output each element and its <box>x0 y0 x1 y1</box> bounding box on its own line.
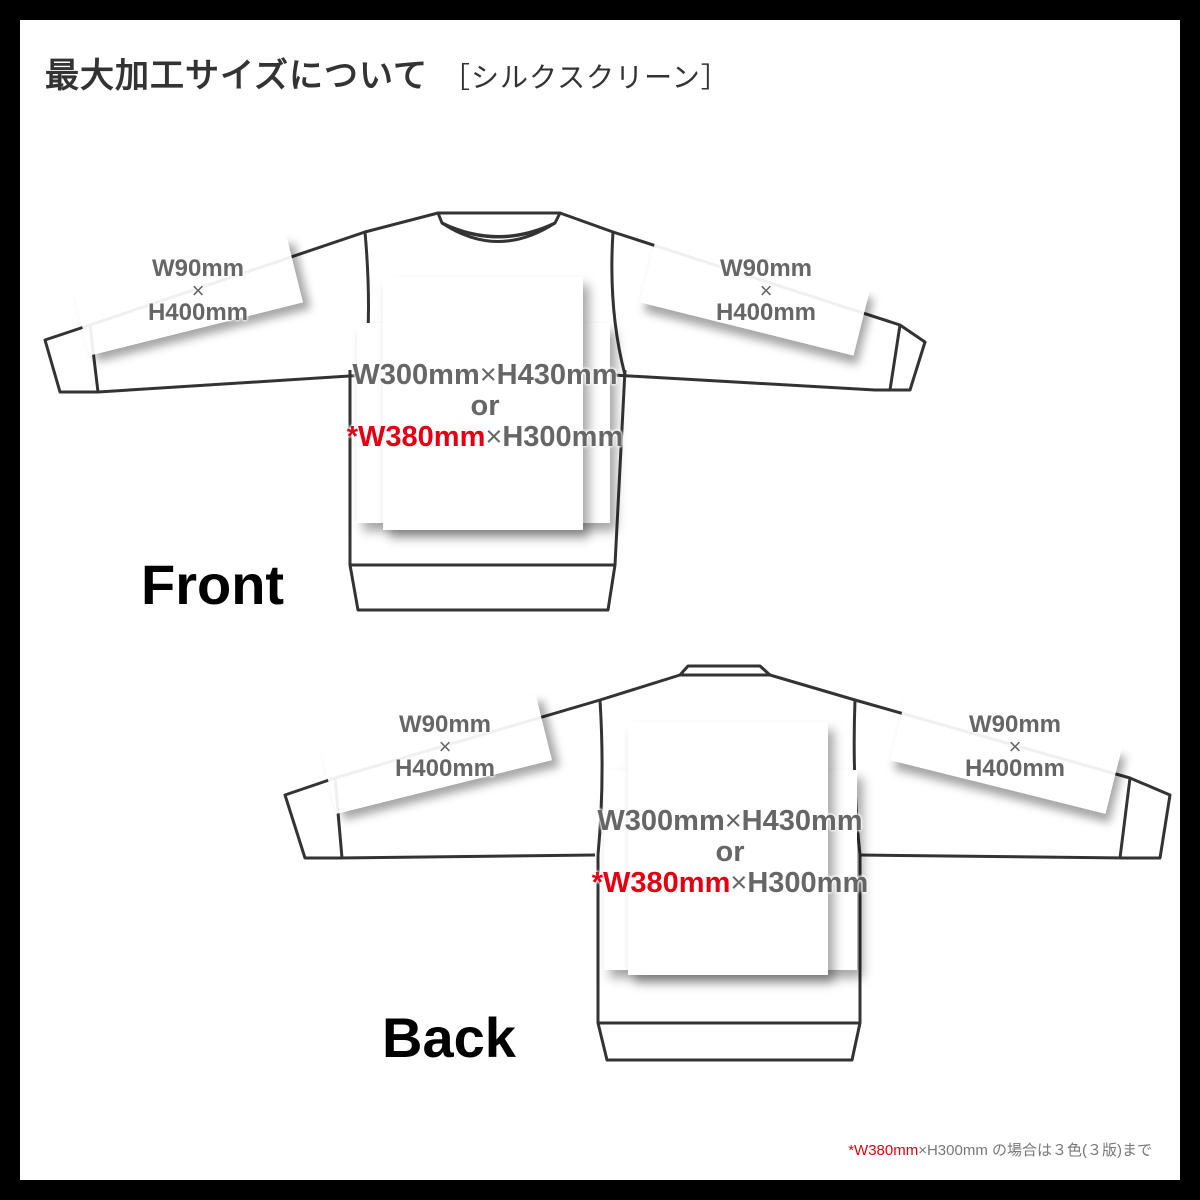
footnote-highlight: *W380mm <box>848 1142 919 1159</box>
front-left-sleeve-size: W90mm × H400mm <box>147 255 249 326</box>
front-right-sleeve-size: W90mm × H400mm <box>715 255 817 326</box>
front-body-size: W300mm×H430mm or *W380mm×H300mm <box>346 359 624 453</box>
back-view-label: Back <box>382 1006 516 1069</box>
back-sweatshirt-outline <box>283 664 1172 1062</box>
back-right-sleeve-size: W90mm × H400mm <box>964 711 1066 782</box>
front-view-label: Front <box>141 553 285 616</box>
footnote: *W380mm×H300mm の場合は３色(３版)まで <box>848 1139 1152 1160</box>
back-body-size: W300mm×H430mm or *W380mm×H300mm <box>591 805 869 899</box>
content-frame: 最大加工サイズについて ［シルクスクリーン］ <box>20 20 1180 1180</box>
back-left-sleeve-size: W90mm × H400mm <box>394 711 496 782</box>
wide-size-highlight: *W380mm <box>591 867 731 899</box>
title-text: 最大加工サイズについて <box>45 56 428 96</box>
wide-size-highlight: *W380mm <box>346 421 486 453</box>
front-body-print-area-tall <box>383 277 583 530</box>
back-body-print-area-tall <box>628 722 828 975</box>
title-subtitle: ［シルクスクリーン］ <box>441 61 730 94</box>
page-title: 最大加工サイズについて ［シルクスクリーン］ <box>45 48 730 97</box>
footnote-text: ×H300mm の場合は３色(３版)まで <box>918 1142 1152 1159</box>
